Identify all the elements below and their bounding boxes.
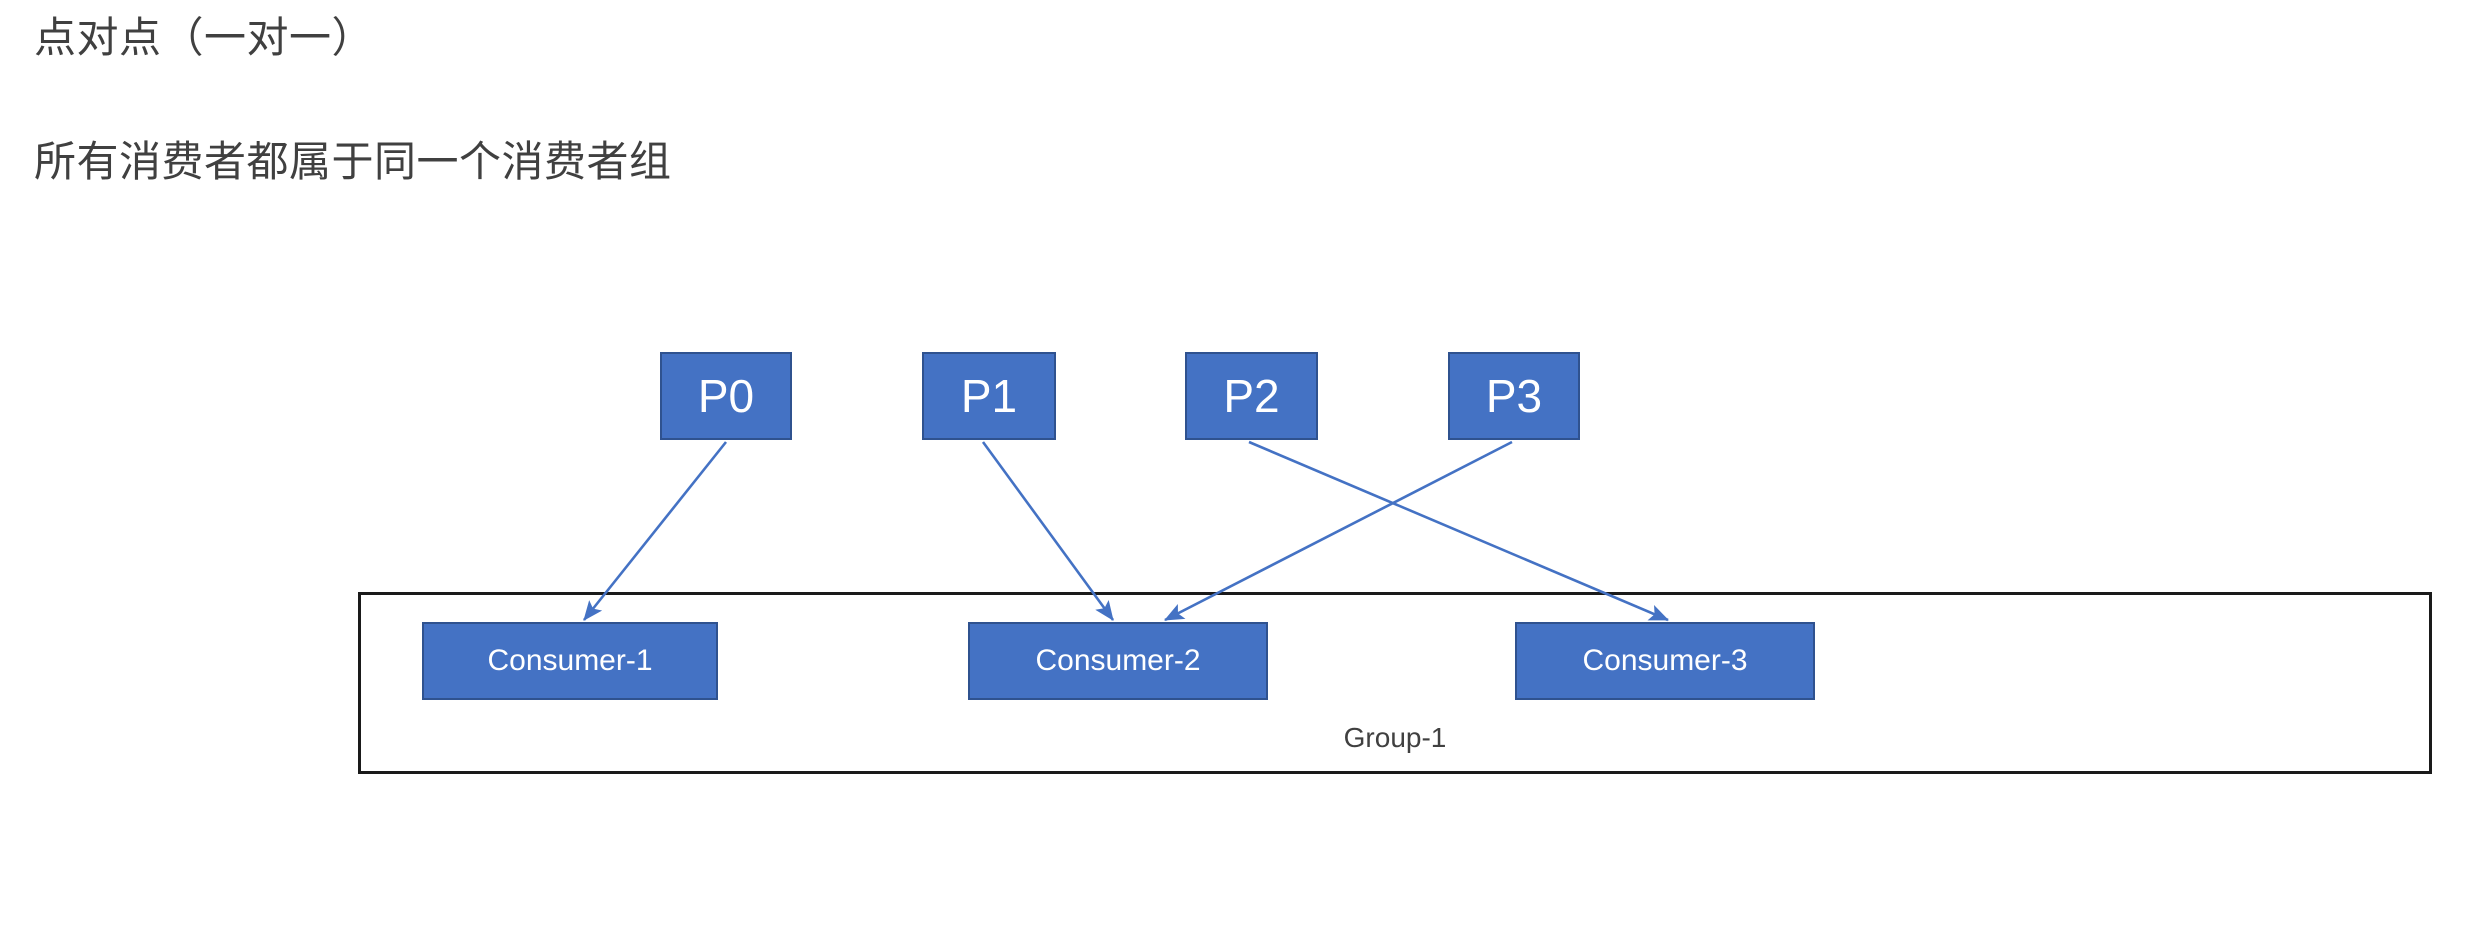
consumer-group-label: Group-1 bbox=[1343, 722, 1447, 753]
partition-box-label: P2 bbox=[1223, 370, 1280, 422]
partition-box-p2[interactable]: P2 bbox=[1185, 352, 1318, 440]
consumer-box-consumer-2[interactable]: Consumer-2 bbox=[968, 622, 1268, 700]
partition-box-label: P1 bbox=[960, 370, 1018, 422]
consumer-box-consumer-3[interactable]: Consumer-3 bbox=[1515, 622, 1815, 700]
page-title: 点对点（一对一） bbox=[34, 14, 375, 61]
consumer-box-label: Consumer-1 bbox=[487, 644, 653, 677]
partition-box-label: P0 bbox=[697, 370, 755, 422]
page-subtitle: 所有消费者都属于同一个消费者组 bbox=[34, 138, 672, 185]
consumer-box-consumer-1[interactable]: Consumer-1 bbox=[422, 622, 718, 700]
consumer-box-label: Consumer-3 bbox=[1582, 644, 1748, 677]
partition-box-p0[interactable]: P0 bbox=[660, 352, 792, 440]
consumer-box-label: Consumer-2 bbox=[1035, 644, 1201, 677]
partition-box-p3[interactable]: P3 bbox=[1448, 352, 1580, 440]
partition-box-p1[interactable]: P1 bbox=[922, 352, 1056, 440]
partition-box-label: P3 bbox=[1485, 370, 1543, 422]
